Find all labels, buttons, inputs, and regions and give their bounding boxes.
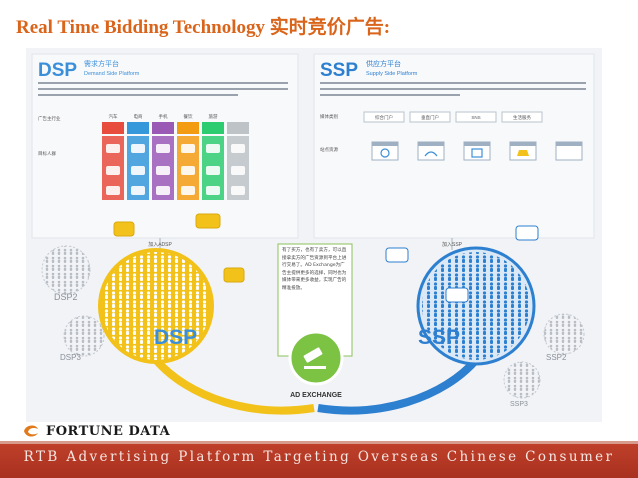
ssp-header-en: Supply Side Platform (366, 71, 418, 77)
dsp2-cluster: DSP2 (41, 245, 91, 302)
ssp-media-grid: 综合门户 垂直门户 SNS 生活服务 (363, 111, 583, 161)
ssp3-cluster: SSP3 (503, 361, 541, 408)
industry-label-dining: 餐饮 (184, 113, 193, 120)
rtb-infographic: DSP 需求方平台 Demand Side Platform SSP 供应方平台… (26, 48, 602, 422)
ssp-header-abbr: SSP (320, 60, 358, 81)
cart-badge-icon (113, 221, 135, 237)
footer-band-highlight (0, 441, 638, 444)
dsp2-label: DSP2 (54, 292, 78, 302)
media-label-sns: SNS (471, 115, 480, 120)
cart-icon (127, 122, 149, 134)
phone-icon (152, 122, 174, 134)
media-label-portal: 综合门户 (375, 114, 393, 121)
car-badge-icon (195, 213, 221, 229)
dsp3-cluster: DSP3 (60, 315, 105, 362)
dsp-row-label-audience: 目标人群 (38, 150, 56, 157)
video-badge-icon (445, 287, 469, 303)
industry-label-mobile: 手机 (159, 113, 168, 120)
industry-label-travel: 旅游 (209, 113, 218, 120)
dining-badge-icon (223, 267, 245, 283)
globe-icon (380, 148, 390, 158)
dining-icon (177, 122, 199, 134)
dsp-header-cn: 需求方平台 (84, 59, 119, 68)
dsp3-label: DSP3 (60, 353, 81, 362)
media-label-vertical: 垂直门户 (421, 114, 439, 121)
footer-text: RTB Advertising Platform Targeting Overs… (23, 449, 615, 465)
ssp-big-label: SSP (418, 326, 460, 349)
ssp2-label: SSP2 (546, 353, 567, 362)
dsp-industry-grid: 汽车 电商 手机 餐饮 旅游 (102, 113, 249, 200)
dsp-arc (152, 357, 315, 415)
logo-icon (24, 425, 38, 437)
logo-text: FORTUNE DATA (46, 423, 171, 439)
dsp-description-text (38, 82, 288, 96)
dsp-crowd-circle (98, 213, 245, 364)
ssp-description-text (320, 82, 586, 96)
media-label-services: 生活服务 (513, 114, 531, 121)
cup-icon (517, 150, 529, 156)
car-icon (102, 122, 124, 134)
industry-label-auto: 汽车 (109, 113, 118, 120)
cup-badge-icon (385, 247, 409, 263)
dsp-header-en: Demand Side Platform (84, 71, 140, 77)
slide-title: Real Time Bidding Technology 实时竞价广告: (16, 17, 391, 38)
cloud-badge-icon (515, 225, 539, 241)
ssp-panel (313, 53, 595, 239)
ssp-arc (317, 357, 480, 415)
plane-icon (202, 122, 224, 134)
gavel-icon (303, 347, 323, 363)
ssp3-label: SSP3 (510, 401, 528, 408)
ssp2-cluster: SSP2 (543, 313, 585, 362)
cloud-icon (424, 151, 438, 157)
callout-text: 有了买方，也有了卖方，可以直接拿卖方的广告资源到平台上进行交易了。AD Exch… (282, 248, 347, 291)
video-icon (471, 148, 483, 158)
ssp-row-label-media: 媒体类别 (320, 113, 338, 120)
ad-exchange-node (288, 330, 344, 386)
ssp-header-cn: 供应方平台 (366, 59, 401, 68)
ssp-crowd-circle (385, 225, 539, 366)
more-icon (227, 122, 249, 134)
ssp-row-label-sites: 站点资源 (320, 146, 338, 153)
footer-band (0, 441, 638, 478)
dsp-row-label-industry: 广告主行业 (38, 115, 61, 122)
dsp-header-abbr: DSP (38, 60, 77, 81)
dsp-big-label: DSP (154, 326, 197, 349)
exchange-label: AD EXCHANGE (290, 392, 342, 399)
industry-label-ecommerce: 电商 (134, 113, 143, 120)
fortune-data-logo: FORTUNE DATA (22, 422, 170, 440)
